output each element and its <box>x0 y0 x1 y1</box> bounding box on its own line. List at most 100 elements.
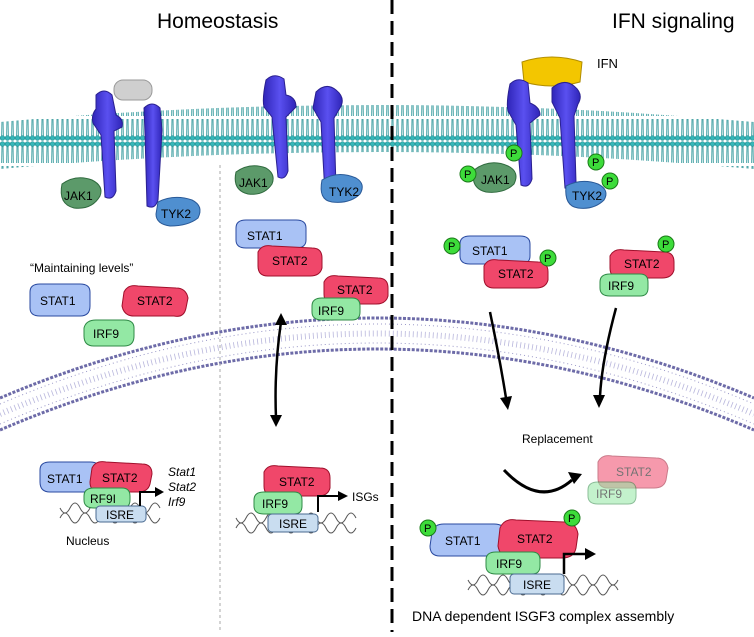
stat1-free-left: STAT1 <box>29 283 91 317</box>
irf9-free-left: IRF9 <box>83 319 135 347</box>
svg-text:STAT2: STAT2 <box>616 465 652 479</box>
phospho-stat1-isgf3: P <box>419 519 437 537</box>
transcription-arrow-right <box>562 548 596 574</box>
homeostasis-title: Homeostasis <box>157 10 279 33</box>
nuclear-membrane <box>0 316 754 432</box>
svg-text:JAK1: JAK1 <box>64 189 93 203</box>
stat2-middle: STAT2 <box>257 245 323 277</box>
replacement-arrow <box>502 468 582 494</box>
phospho-tyk2-a: P <box>587 153 605 171</box>
isre-right: ISRE <box>509 573 565 595</box>
svg-text:P: P <box>662 239 669 251</box>
maintaining-levels-label: “Maintaining levels” <box>30 261 134 275</box>
phospho-jak1-a: P <box>459 165 477 183</box>
irf9-middle-complex: IRF9 <box>311 297 361 321</box>
phospho-stat2-isgf3: P <box>563 509 581 527</box>
svg-text:P: P <box>544 253 551 265</box>
stat2-middle-complex: STAT2 <box>323 275 389 305</box>
stat2-free-left: STAT2 <box>121 285 189 317</box>
isgs-label: ISGs <box>352 490 379 504</box>
svg-text:P: P <box>568 513 575 525</box>
svg-text:IRF9: IRF9 <box>318 304 344 318</box>
ifn-ligand <box>521 56 583 87</box>
svg-text:STAT2: STAT2 <box>137 294 173 308</box>
svg-text:P: P <box>592 157 599 169</box>
svg-text:JAK1: JAK1 <box>239 176 268 190</box>
svg-text:STAT2: STAT2 <box>517 532 553 546</box>
target-gene-stat2: Stat2 <box>168 480 197 494</box>
svg-text:ISRE: ISRE <box>279 517 307 531</box>
tyk2-right: TYK2 <box>565 180 607 209</box>
svg-text:JAK1: JAK1 <box>481 173 510 187</box>
isre-middle: ISRE <box>267 513 319 533</box>
svg-text:P: P <box>464 169 471 181</box>
ifn-signaling-title: IFN signaling <box>612 10 735 33</box>
svg-text:STAT2: STAT2 <box>498 267 534 281</box>
target-gene-stat1: Stat1 <box>168 465 197 479</box>
svg-text:IRF9: IRF9 <box>93 327 119 341</box>
svg-text:P: P <box>606 176 613 188</box>
svg-text:TYK2: TYK2 <box>572 189 602 203</box>
svg-text:P: P <box>448 241 455 253</box>
svg-text:STAT2: STAT2 <box>624 257 660 271</box>
nucleus-label: Nucleus <box>66 534 110 548</box>
irf9-nucleus-middle: IRF9 <box>253 491 303 515</box>
receptor-pair-right <box>506 79 581 190</box>
isre-left: ISRE <box>95 505 147 523</box>
tyk2-left: TYK2 <box>155 196 201 227</box>
phospho-stat2-right: P <box>539 249 557 267</box>
svg-text:STAT2: STAT2 <box>102 471 138 485</box>
irf9-isgf3: IRF9 <box>485 551 541 575</box>
svg-text:STAT1: STAT1 <box>472 244 508 258</box>
receptor-pair-left <box>91 90 163 208</box>
svg-text:IRF9: IRF9 <box>262 497 288 511</box>
import-arrow-left <box>488 311 512 410</box>
phospho-jak1-b: P <box>505 144 523 162</box>
phospho-tyk2-b: P <box>601 172 619 190</box>
receptor-pair-middle <box>262 75 343 196</box>
svg-text:TYK2: TYK2 <box>161 207 191 221</box>
svg-text:IRF9: IRF9 <box>608 279 634 293</box>
svg-text:ISRE: ISRE <box>106 508 134 522</box>
transcription-arrow-left <box>139 487 164 506</box>
jak1-middle: JAK1 <box>234 165 274 195</box>
isgf3-caption: DNA dependent ISGF3 complex assembly <box>412 608 675 624</box>
replacement-label: Replacement <box>522 432 593 446</box>
svg-text:IRF9: IRF9 <box>496 557 522 571</box>
ifn-label: IFN <box>597 56 618 71</box>
inactive-ligand <box>113 79 153 101</box>
jak1-left: JAK1 <box>60 177 102 209</box>
svg-text:STAT1: STAT1 <box>445 534 481 548</box>
stat2-nucleus-middle: STAT2 <box>263 465 331 497</box>
svg-text:P: P <box>510 148 517 160</box>
stat2-isgf3: STAT2 <box>497 519 579 559</box>
svg-text:ISRE: ISRE <box>523 578 551 592</box>
svg-text:P: P <box>424 523 431 535</box>
stat1-isgf3: STAT1 <box>429 523 507 557</box>
svg-text:STAT2: STAT2 <box>272 254 308 268</box>
irf9-replaced: IRF9 <box>587 481 637 505</box>
svg-text:IRF9: IRF9 <box>596 487 622 501</box>
jak1-right: JAK1 <box>472 162 517 193</box>
svg-text:STAT2: STAT2 <box>279 475 315 489</box>
svg-text:STAT1: STAT1 <box>247 229 283 243</box>
stat1-right-cyto: STAT1 <box>459 235 531 265</box>
svg-text:TYK2: TYK2 <box>329 185 359 199</box>
svg-text:RF9I: RF9I <box>90 492 116 506</box>
stat2-replaced: STAT2 <box>597 455 669 489</box>
phospho-stat1-right: P <box>443 237 461 255</box>
stat2-right-cyto: STAT2 <box>483 259 549 289</box>
target-gene-irf9: Irf9 <box>168 495 186 509</box>
svg-text:STAT1: STAT1 <box>47 472 83 486</box>
svg-text:STAT2: STAT2 <box>337 283 373 297</box>
transcription-arrow-middle <box>317 491 348 512</box>
shuttle-arrow <box>270 313 287 427</box>
svg-text:STAT1: STAT1 <box>40 294 76 308</box>
stat2-nucleus-left: STAT2 <box>89 461 153 493</box>
irf9-nucleus-left: RF9I <box>83 487 131 509</box>
irf9-right-complex: IRF9 <box>599 273 649 297</box>
import-arrow-right <box>593 307 618 408</box>
tyk2-middle: TYK2 <box>320 174 363 203</box>
stat1-middle: STAT1 <box>235 219 307 249</box>
